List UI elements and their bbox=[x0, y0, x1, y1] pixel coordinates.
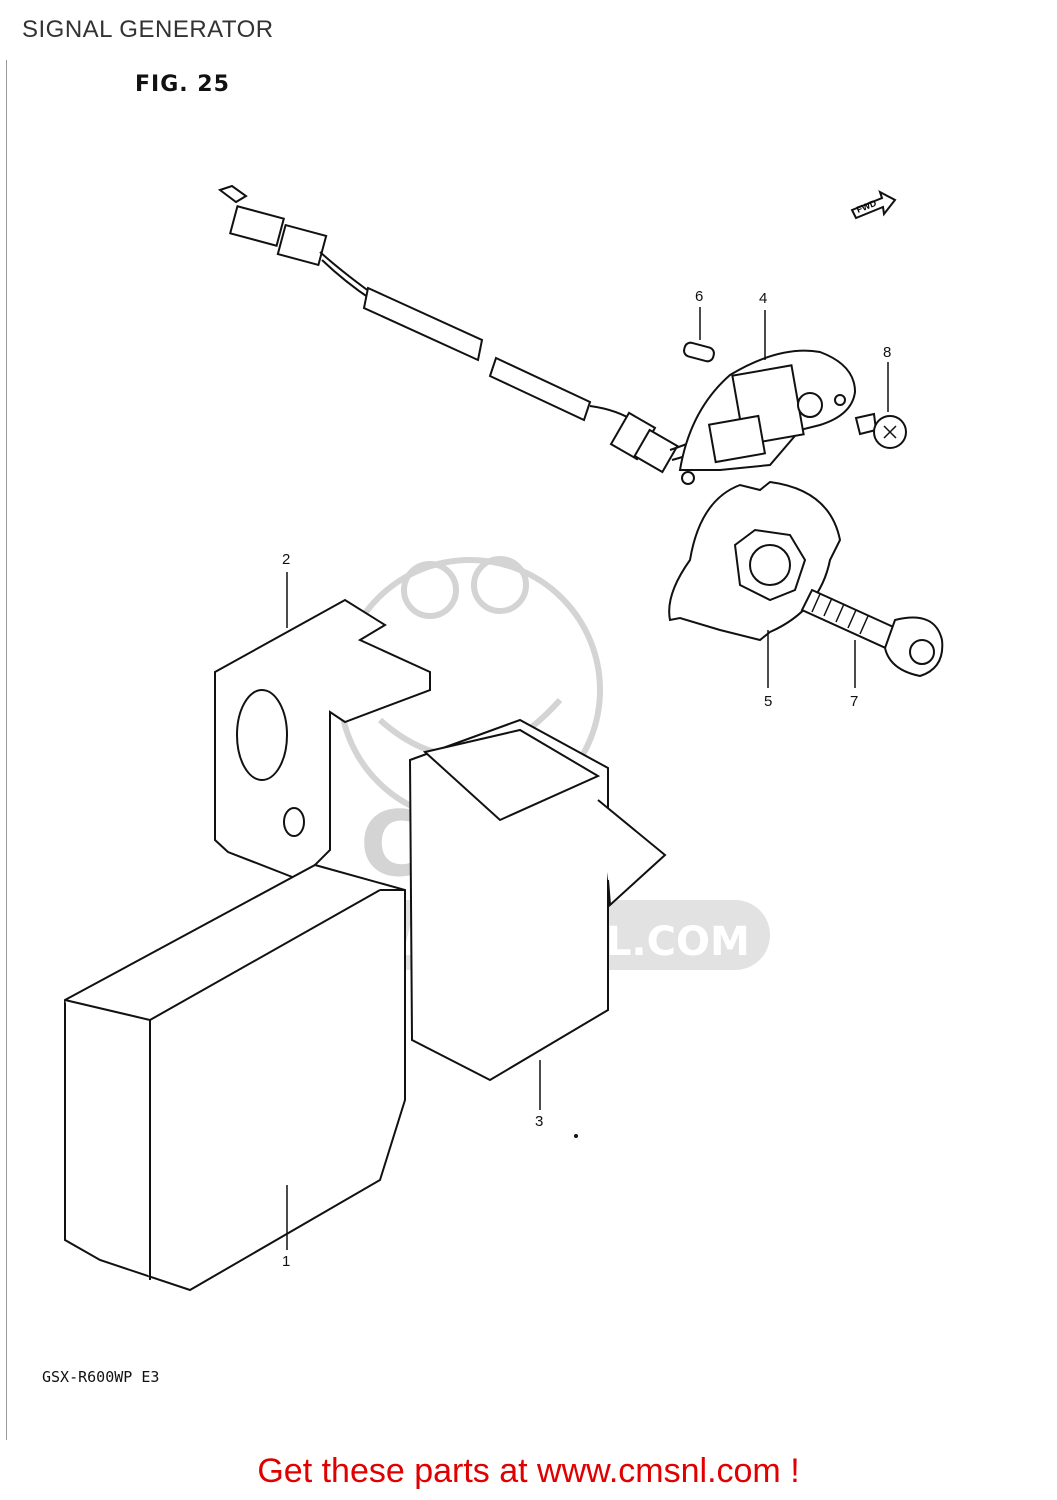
page-title: SIGNAL GENERATOR bbox=[22, 16, 274, 43]
stray-dot bbox=[574, 1134, 578, 1138]
igniter-unit bbox=[64, 863, 406, 1292]
signal-rotor bbox=[668, 480, 842, 642]
callout-7: 7 bbox=[850, 693, 858, 710]
unit-holder bbox=[408, 718, 667, 1082]
bolt bbox=[800, 588, 944, 678]
margin-rule bbox=[6, 60, 7, 1440]
bracket bbox=[214, 598, 431, 882]
pin bbox=[683, 341, 715, 363]
callout-5: 5 bbox=[764, 693, 772, 710]
callout-2: 2 bbox=[282, 551, 290, 568]
callout-3: 3 bbox=[535, 1113, 543, 1130]
callout-6: 6 bbox=[695, 288, 703, 305]
model-code: GSX-R600WP E3 bbox=[42, 1368, 160, 1386]
callout-8: 8 bbox=[883, 344, 891, 361]
callout-1: 1 bbox=[282, 1253, 290, 1270]
pickup-coil-plate bbox=[678, 349, 857, 485]
screw bbox=[854, 412, 907, 449]
leader-lines bbox=[286, 307, 889, 1250]
fwd-arrow-icon: FWD bbox=[850, 189, 897, 220]
figure-label: FIG. 25 bbox=[135, 72, 230, 97]
callout-4: 4 bbox=[759, 290, 767, 307]
cta-link[interactable]: Get these parts at www.cmsnl.com ! bbox=[257, 1452, 800, 1490]
wire-harness bbox=[217, 184, 721, 474]
